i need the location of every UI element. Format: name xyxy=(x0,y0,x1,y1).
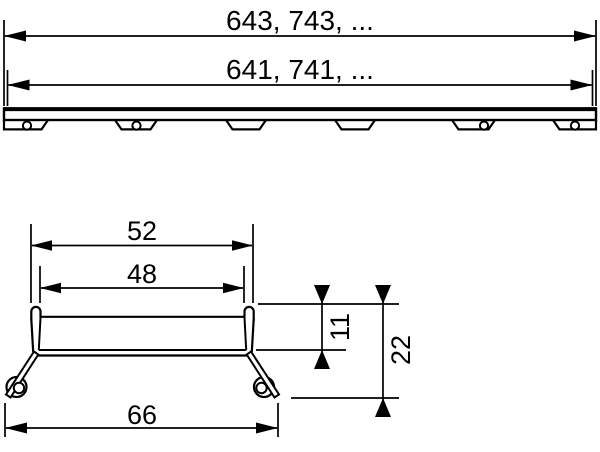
arrowhead-right-icon xyxy=(223,282,244,294)
left-rim-curl xyxy=(30,305,42,321)
arrowhead-down-icon xyxy=(375,285,391,304)
arrowhead-right-icon xyxy=(232,240,253,251)
arrowhead-right-icon xyxy=(574,30,596,42)
dimension-base-width xyxy=(4,403,279,437)
dim-label-inner-width: 48 xyxy=(127,259,157,289)
left-foot-curl-inner xyxy=(12,381,26,395)
tab-hole xyxy=(21,120,33,131)
channel-side-view xyxy=(2,107,598,131)
dimension-outer-length xyxy=(3,20,597,106)
right-foot-leg xyxy=(245,350,281,399)
dimension-outer-width xyxy=(30,224,254,303)
dim-label-base-width: 66 xyxy=(127,400,157,430)
dimension-total-height xyxy=(375,285,391,417)
arrowhead-left-icon xyxy=(7,79,30,91)
arrowhead-right-icon xyxy=(256,422,278,434)
mounting-tab xyxy=(451,119,496,131)
arrowhead-left-icon xyxy=(4,30,26,42)
dim-label-inner-depth: 11 xyxy=(325,313,355,341)
dimension-inner-width xyxy=(39,266,245,303)
channel-profile xyxy=(4,305,281,399)
tab-hole xyxy=(569,120,581,131)
top-view xyxy=(2,20,598,131)
arrowhead-right-icon xyxy=(570,79,593,91)
tab-hole xyxy=(478,120,490,131)
arrowhead-left-icon xyxy=(31,240,52,251)
cross-section xyxy=(4,224,399,437)
arrowhead-left-icon xyxy=(5,422,27,434)
dimension-inner-depth xyxy=(314,285,330,369)
mounting-tab xyxy=(334,119,376,131)
dimension-inner-length xyxy=(6,70,594,106)
reference-lines xyxy=(256,303,399,399)
dim-label-outer-width: 52 xyxy=(127,216,157,246)
arrowhead-up-icon xyxy=(314,350,330,369)
mounting-tab xyxy=(2,119,49,131)
right-rim-curl xyxy=(243,305,255,321)
arrowhead-down-icon xyxy=(314,285,330,304)
arrowhead-left-icon xyxy=(40,282,61,294)
tab-hole xyxy=(131,120,142,131)
right-foot-curl-inner xyxy=(255,381,268,395)
arrowhead-up-icon xyxy=(375,398,391,417)
dim-label-inner-length: 641, 741, ... xyxy=(226,54,374,85)
dim-label-total-height: 22 xyxy=(386,335,416,365)
mounting-tab xyxy=(225,119,267,131)
dim-label-outer-length: 643, 743, ... xyxy=(226,5,374,36)
